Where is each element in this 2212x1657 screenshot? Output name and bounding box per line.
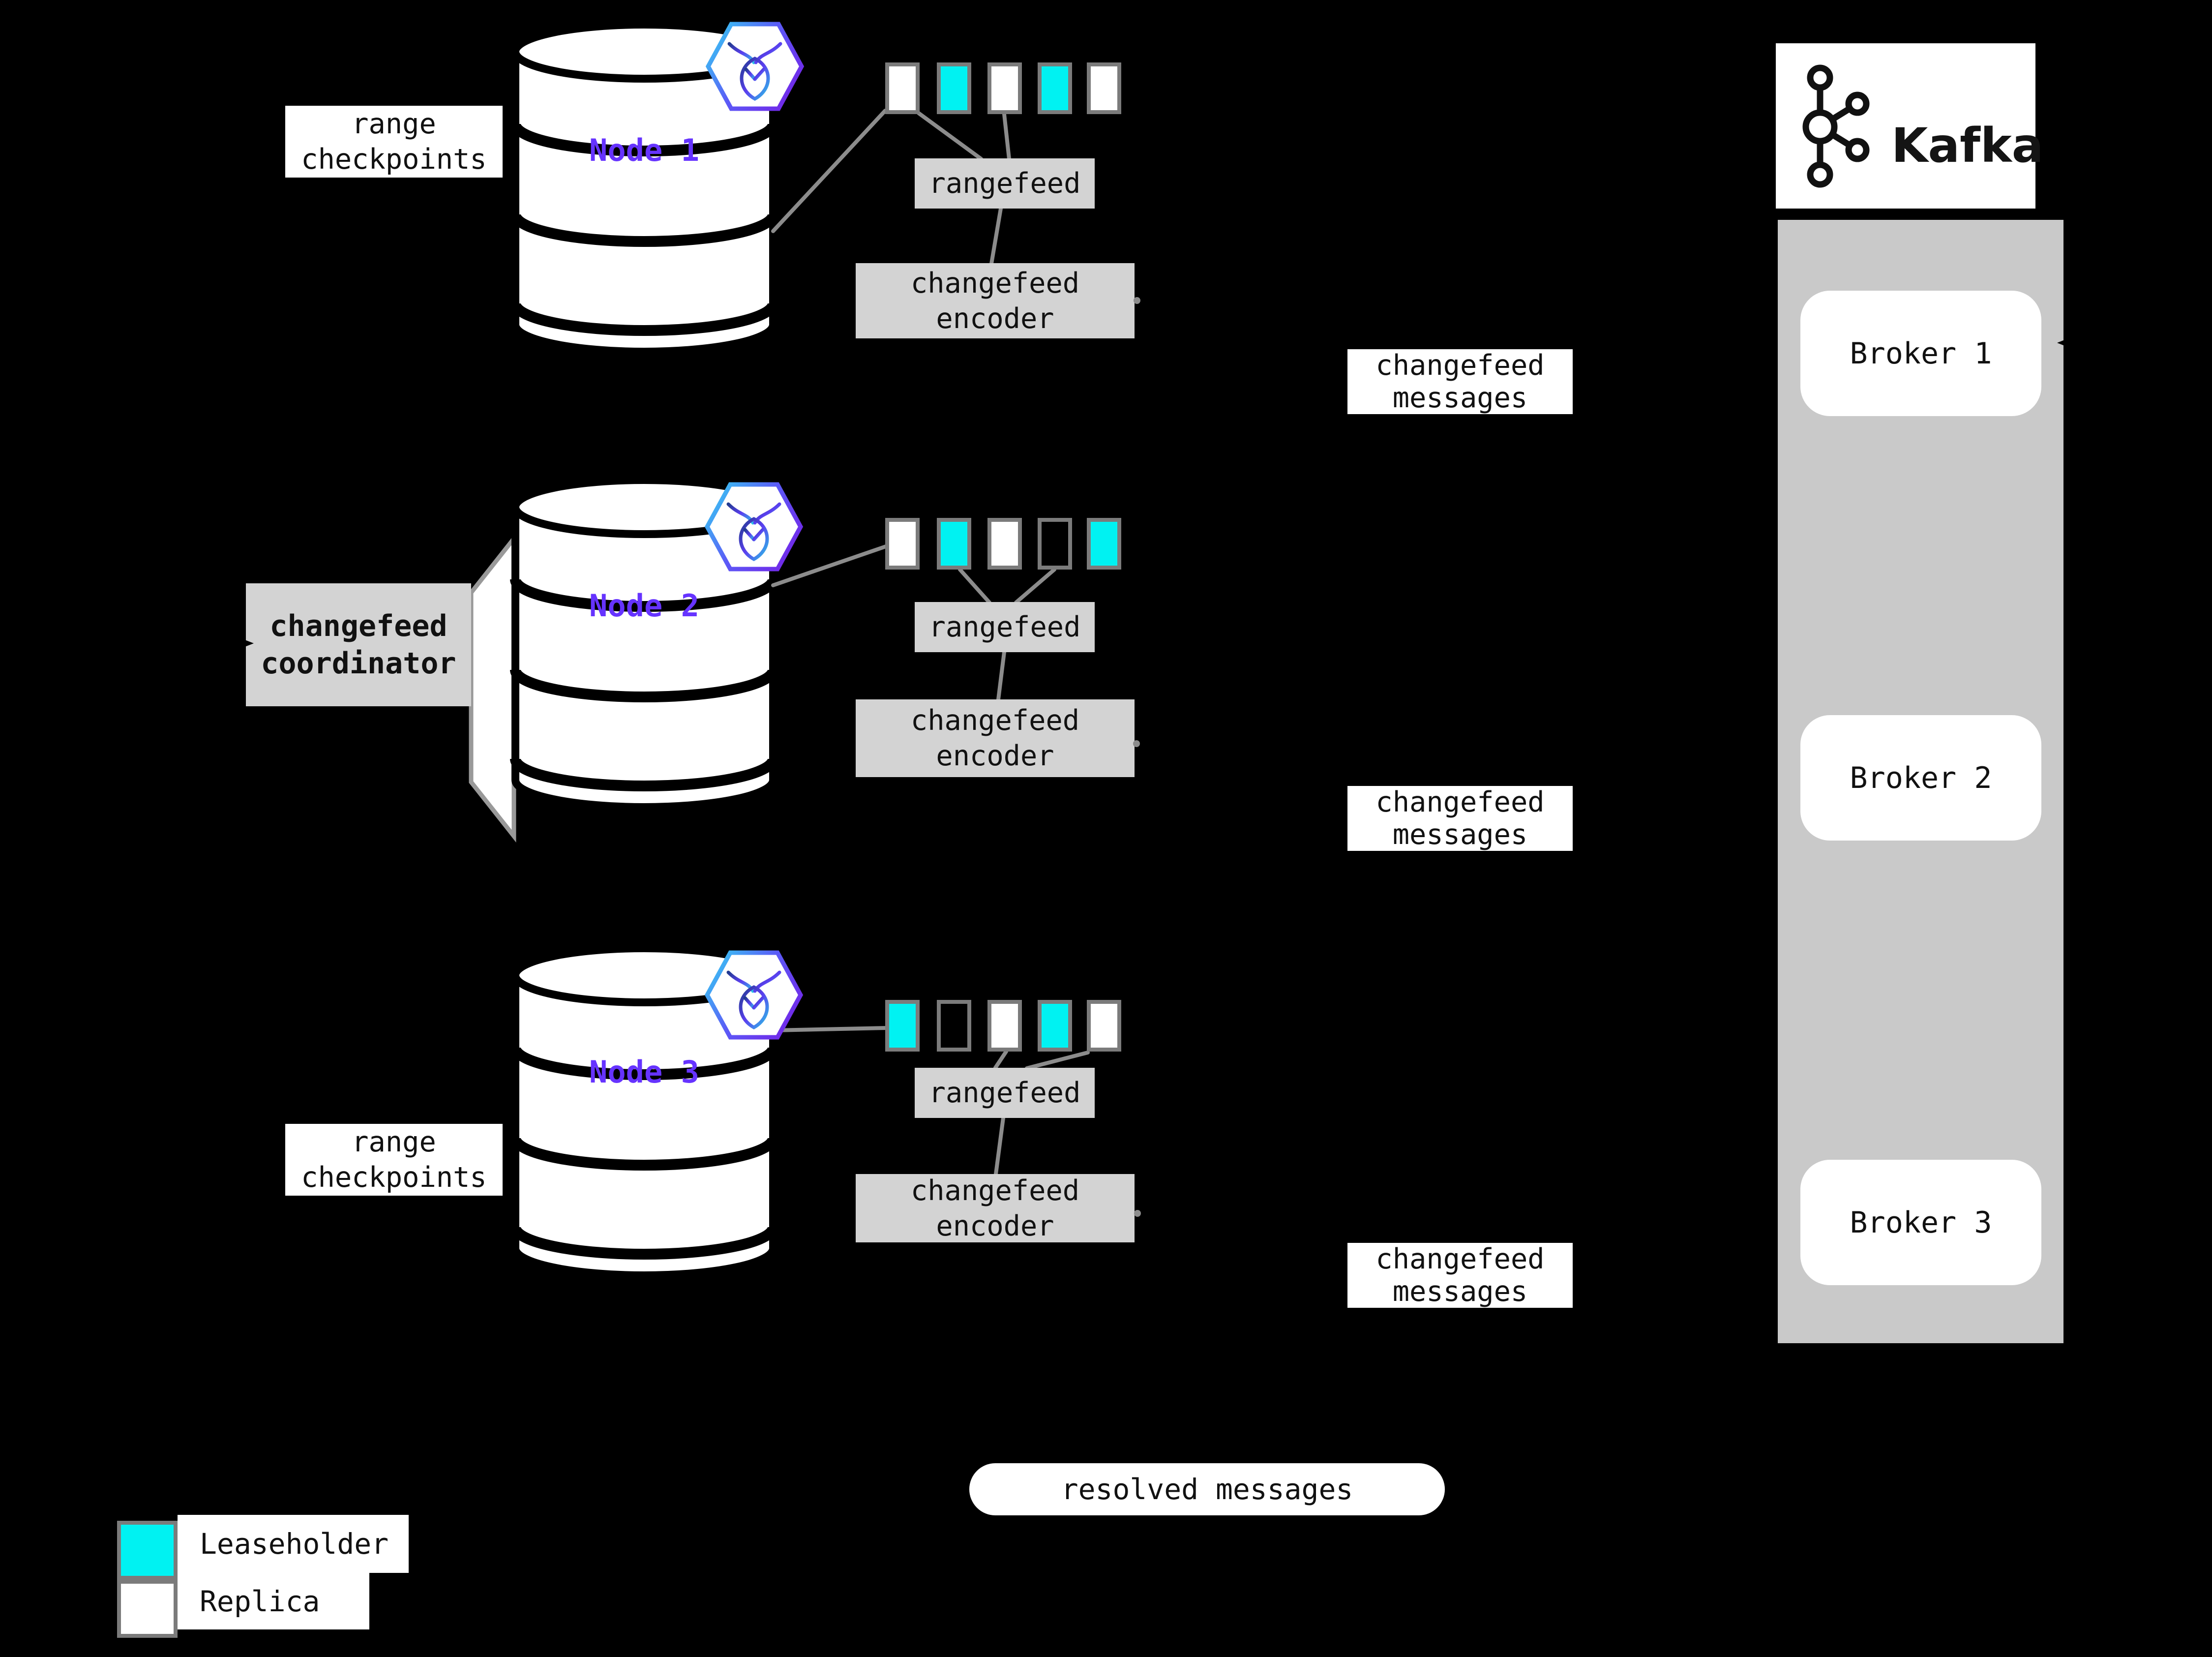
kafka-icon bbox=[1802, 64, 1870, 188]
node2-range-5 bbox=[1087, 518, 1121, 570]
legend-replica-label: Replica bbox=[178, 1573, 369, 1629]
node3-range5-to-rangefeed-line bbox=[1025, 1051, 1090, 1070]
changefeed-messages-label-1: changefeed messages bbox=[1347, 349, 1573, 414]
node1-range1-to-rangefeed-line bbox=[917, 111, 983, 161]
node1-rangefeed-box: rangefeed bbox=[915, 158, 1095, 209]
node3-cylinder bbox=[510, 944, 778, 1279]
node3-rangefeed-box: rangefeed bbox=[915, 1068, 1095, 1118]
range-checkpoints-label-top: range checkpoints bbox=[285, 106, 503, 178]
node2-range-4 bbox=[1038, 518, 1072, 570]
node2-range-1 bbox=[885, 518, 920, 570]
changefeed-messages-label-3: changefeed messages bbox=[1347, 1243, 1573, 1308]
legend-replica-swatch bbox=[117, 1580, 178, 1638]
node1-cockroachdb-icon bbox=[705, 22, 805, 111]
node1-range-4 bbox=[1038, 62, 1072, 114]
node3-range-3 bbox=[987, 1000, 1022, 1052]
node3-range-4 bbox=[1038, 1000, 1072, 1052]
node2-cockroachdb-icon bbox=[704, 482, 804, 572]
node2-to-ranges-line bbox=[771, 544, 889, 587]
node3-label: Node 3 bbox=[589, 1054, 699, 1090]
node3-changefeed-encoder-box: changefeed encoder bbox=[856, 1174, 1135, 1242]
legend-leaseholder-label: Leaseholder bbox=[178, 1515, 409, 1573]
node3-range-1 bbox=[885, 1000, 920, 1052]
node1-range-1 bbox=[885, 62, 920, 114]
kafka-logo-box: Kafka bbox=[1776, 43, 2044, 209]
node1-range-5 bbox=[1087, 62, 1121, 114]
encoder3-line-endpoint bbox=[1134, 1210, 1141, 1217]
encoder1-line-endpoint bbox=[1134, 297, 1140, 304]
node1-range3-to-rangefeed-line bbox=[1002, 112, 1011, 161]
node3-range3-to-rangefeed-line bbox=[993, 1050, 1008, 1070]
node3-range-2 bbox=[937, 1000, 971, 1052]
node1-range-3 bbox=[987, 62, 1022, 114]
node3-cockroachdb-icon bbox=[704, 950, 804, 1040]
node1-changefeed-encoder-box: changefeed encoder bbox=[856, 263, 1135, 338]
node2-cylinder bbox=[510, 476, 778, 811]
coordinator-flag-panel bbox=[469, 532, 516, 843]
node2-range2-to-rangefeed-line bbox=[958, 568, 991, 604]
changefeed-coordinator-label: changefeed coordinator bbox=[246, 583, 471, 706]
node2-range-2 bbox=[937, 518, 971, 570]
kafka-logo-text: Kafka bbox=[1891, 118, 2044, 173]
legend-leaseholder-swatch bbox=[117, 1521, 178, 1580]
node1-label: Node 1 bbox=[589, 132, 699, 168]
changefeed-messages-label-2: changefeed messages bbox=[1347, 786, 1573, 851]
node2-rangefeed-to-encoder-line bbox=[996, 650, 1006, 701]
resolved-messages-pill: resolved messages bbox=[969, 1463, 1445, 1515]
node3-to-ranges-line bbox=[771, 1026, 889, 1032]
node1-to-ranges-line bbox=[771, 109, 887, 233]
range-checkpoints-label-bottom: range checkpoints bbox=[285, 1124, 503, 1196]
node1-rangefeed-to-encoder-line bbox=[989, 207, 1003, 266]
node3-rangefeed-to-encoder-line bbox=[994, 1116, 1005, 1176]
node1-cylinder bbox=[510, 21, 778, 356]
node2-range-3 bbox=[987, 518, 1022, 570]
node3-range-5 bbox=[1087, 1000, 1121, 1052]
node2-rangefeed-box: rangefeed bbox=[915, 602, 1095, 652]
node1-range-2 bbox=[937, 62, 971, 114]
kafka-broker-1: Broker 1 bbox=[1800, 291, 2041, 416]
node2-range4-to-rangefeed-line bbox=[1014, 568, 1056, 604]
kafka-broker-2: Broker 2 bbox=[1800, 715, 2041, 841]
node2-changefeed-encoder-box: changefeed encoder bbox=[856, 699, 1135, 777]
node2-label: Node 2 bbox=[589, 588, 699, 624]
kafka-broker-3: Broker 3 bbox=[1800, 1160, 2041, 1285]
